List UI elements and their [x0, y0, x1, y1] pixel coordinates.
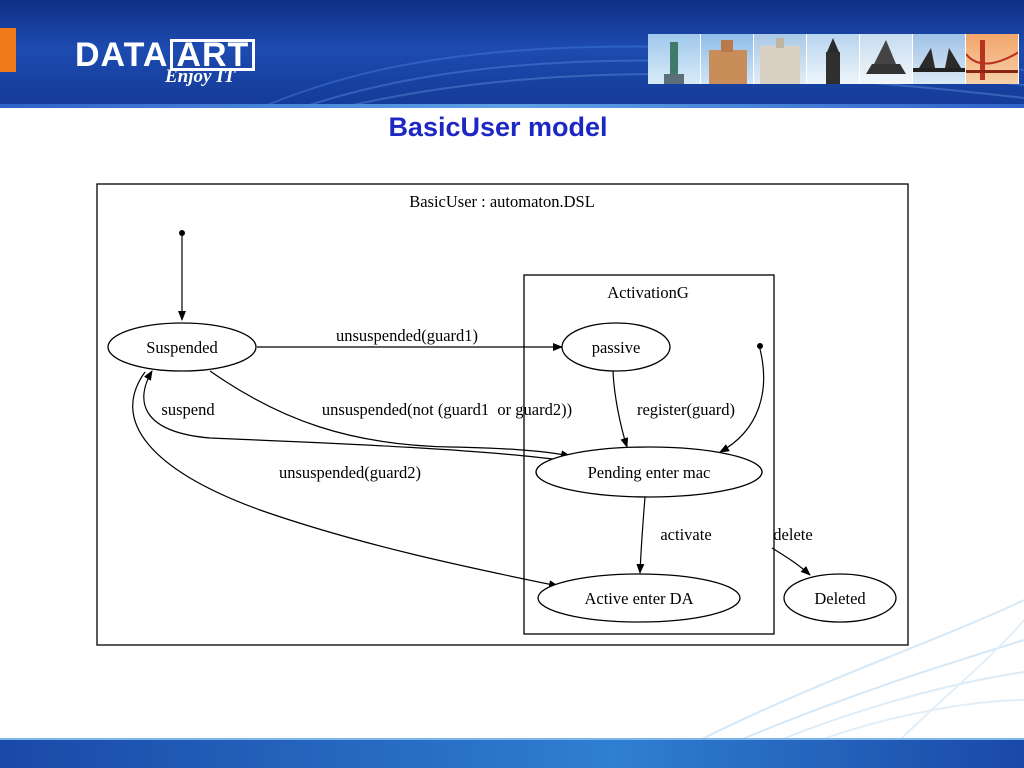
bridge-photo-1	[913, 34, 966, 84]
node-pending-label: Pending enter mac	[588, 463, 711, 482]
edge-passive-to-pending	[612, 370, 629, 448]
city-photo-strip	[648, 34, 1024, 84]
edge-label-unsuspended-not: unsuspended(not (guard1 or guard2))	[322, 400, 572, 419]
edge-label-delete: delete	[773, 525, 812, 544]
brand-tab	[0, 28, 16, 72]
node-deleted: Deleted	[783, 573, 897, 623]
building-photo-1	[701, 34, 754, 84]
node-passive: passive	[561, 322, 671, 372]
edge-label-register: register(guard)	[637, 400, 735, 419]
node-active-label: Active enter DA	[584, 589, 693, 608]
edge-label-unsuspended-guard1: unsuspended(guard1)	[336, 326, 478, 345]
header-bottom-strip	[0, 104, 1024, 108]
node-pending-enter-mac: Pending enter mac	[535, 446, 763, 498]
logo-tagline: Enjoy IT	[165, 66, 236, 87]
statue-of-liberty-photo	[648, 34, 701, 84]
golden-gate-photo	[966, 34, 1019, 84]
logo-word-data: DATA	[75, 36, 169, 74]
graph-frame	[96, 183, 909, 646]
node-passive-label: passive	[592, 338, 641, 357]
initial-point-main	[179, 230, 185, 236]
logo-word-art: ART	[170, 38, 256, 72]
node-suspended: Suspended	[107, 322, 257, 372]
big-ben-photo	[807, 34, 860, 84]
edge-pending-to-deleted	[771, 547, 811, 576]
cluster-label: ActivationG	[607, 283, 689, 302]
slide-title: BasicUser model	[388, 112, 608, 142]
building-photo-2	[754, 34, 807, 84]
edge-label-suspend: suspend	[161, 400, 215, 419]
edge-suspended-to-active	[132, 371, 559, 589]
node-deleted-label: Deleted	[814, 589, 866, 608]
edge-label-unsuspended-guard2: unsuspended(guard2)	[279, 463, 421, 482]
node-active-enter-da: Active enter DA	[537, 573, 741, 623]
edge-label-activate: activate	[660, 525, 711, 544]
node-suspended-label: Suspended	[146, 338, 218, 357]
initial-point-cluster	[757, 343, 763, 349]
footer-bar	[0, 740, 1024, 768]
graph-label: BasicUser : automaton.DSL	[409, 192, 595, 211]
edge-pending-to-suspended	[143, 370, 561, 461]
footer-highlight	[0, 738, 1024, 740]
ship-monument-photo	[860, 34, 913, 84]
edge-pending-to-active	[636, 496, 646, 574]
edge-cluster-init-to-pending	[719, 348, 765, 453]
edge-suspended-to-pending	[209, 370, 571, 459]
cluster-activationg	[523, 274, 775, 635]
